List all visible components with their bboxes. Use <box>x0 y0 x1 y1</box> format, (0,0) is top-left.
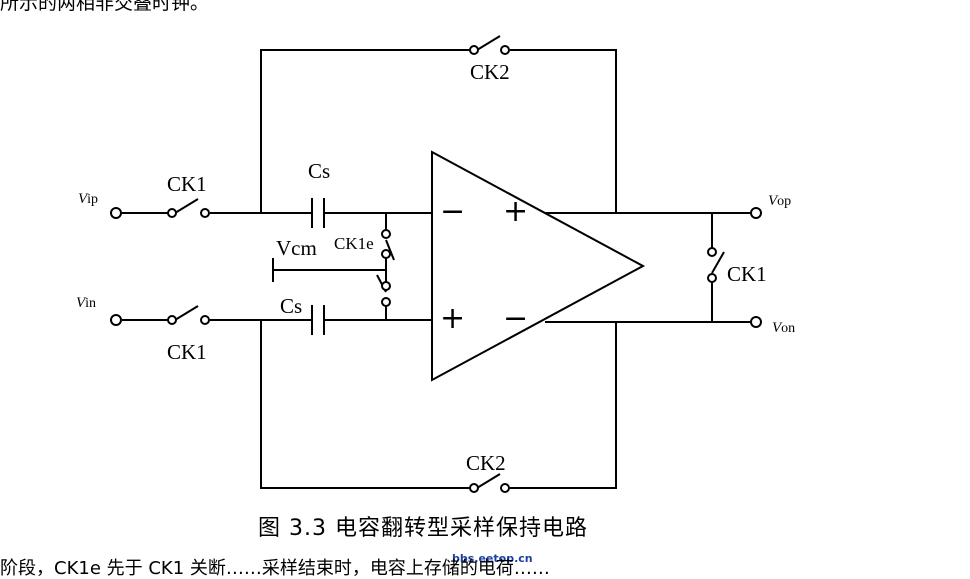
contact <box>381 229 391 239</box>
terminal-vin <box>110 314 122 326</box>
contact <box>469 45 479 55</box>
switch-ck1-vin-blade <box>174 305 199 321</box>
figure-caption: 图 3.3 电容翻转型采样保持电路 <box>258 516 588 541</box>
contact <box>167 208 177 218</box>
opamp-input-plus: + <box>440 301 466 336</box>
switch-ck1-out-blade <box>711 251 725 274</box>
contact <box>469 483 479 493</box>
switch-ck2-top-blade <box>476 35 501 51</box>
contact <box>500 483 510 493</box>
terminal-von <box>750 316 762 328</box>
contact <box>500 45 510 55</box>
wire-bottom-feedback-right <box>510 322 617 489</box>
label-ck1-vin: CK1 <box>167 340 207 364</box>
label-vip: Vip <box>78 191 99 207</box>
label-ck2-top: CK2 <box>470 60 510 84</box>
label-vop: Vop <box>768 193 792 209</box>
contact <box>381 281 391 291</box>
contact <box>167 315 177 325</box>
contact <box>707 247 717 257</box>
switch-ck2-bottom-blade <box>476 473 501 489</box>
contact <box>200 208 210 218</box>
contact <box>707 273 717 283</box>
opamp-output-minus: − <box>503 301 529 336</box>
footer-text: 阶段，CK1e 先于 CK1 关断……采样结束时，电容上存储的电荷…… <box>0 558 550 579</box>
terminal-vip <box>110 207 122 219</box>
label-von: Von <box>772 320 796 336</box>
wire-bottom-feedback <box>260 320 470 489</box>
wire-top-feedback-right <box>510 49 617 213</box>
label-vcm: Vcm <box>276 236 317 260</box>
cap-cs-top <box>311 198 325 228</box>
contact <box>200 315 210 325</box>
label-ck2-bottom: CK2 <box>466 451 506 475</box>
opamp-output-plus: + <box>503 194 529 229</box>
switch-ck1-vip-blade <box>174 198 199 214</box>
opamp-input-minus: − <box>440 194 466 229</box>
watermark: bbs.eetop.cn <box>452 552 533 565</box>
label-ck1e: CK1e <box>334 234 374 253</box>
label-ck1-right: CK1 <box>727 262 767 286</box>
cap-cs-bottom <box>311 305 325 335</box>
wire-top-feedback <box>260 49 470 213</box>
label-ck1-vip: CK1 <box>167 172 207 196</box>
label-cs-top: Cs <box>308 159 331 183</box>
header-text: 所示的两相非交叠时钟。 <box>0 0 210 14</box>
contact <box>381 249 391 259</box>
label-cs-bottom: Cs <box>280 294 303 318</box>
opamp <box>431 150 646 382</box>
contact <box>381 297 391 307</box>
terminal-vop <box>750 207 762 219</box>
label-vin: Vin <box>76 295 97 311</box>
switch-ck1e-top-blade <box>385 239 395 261</box>
